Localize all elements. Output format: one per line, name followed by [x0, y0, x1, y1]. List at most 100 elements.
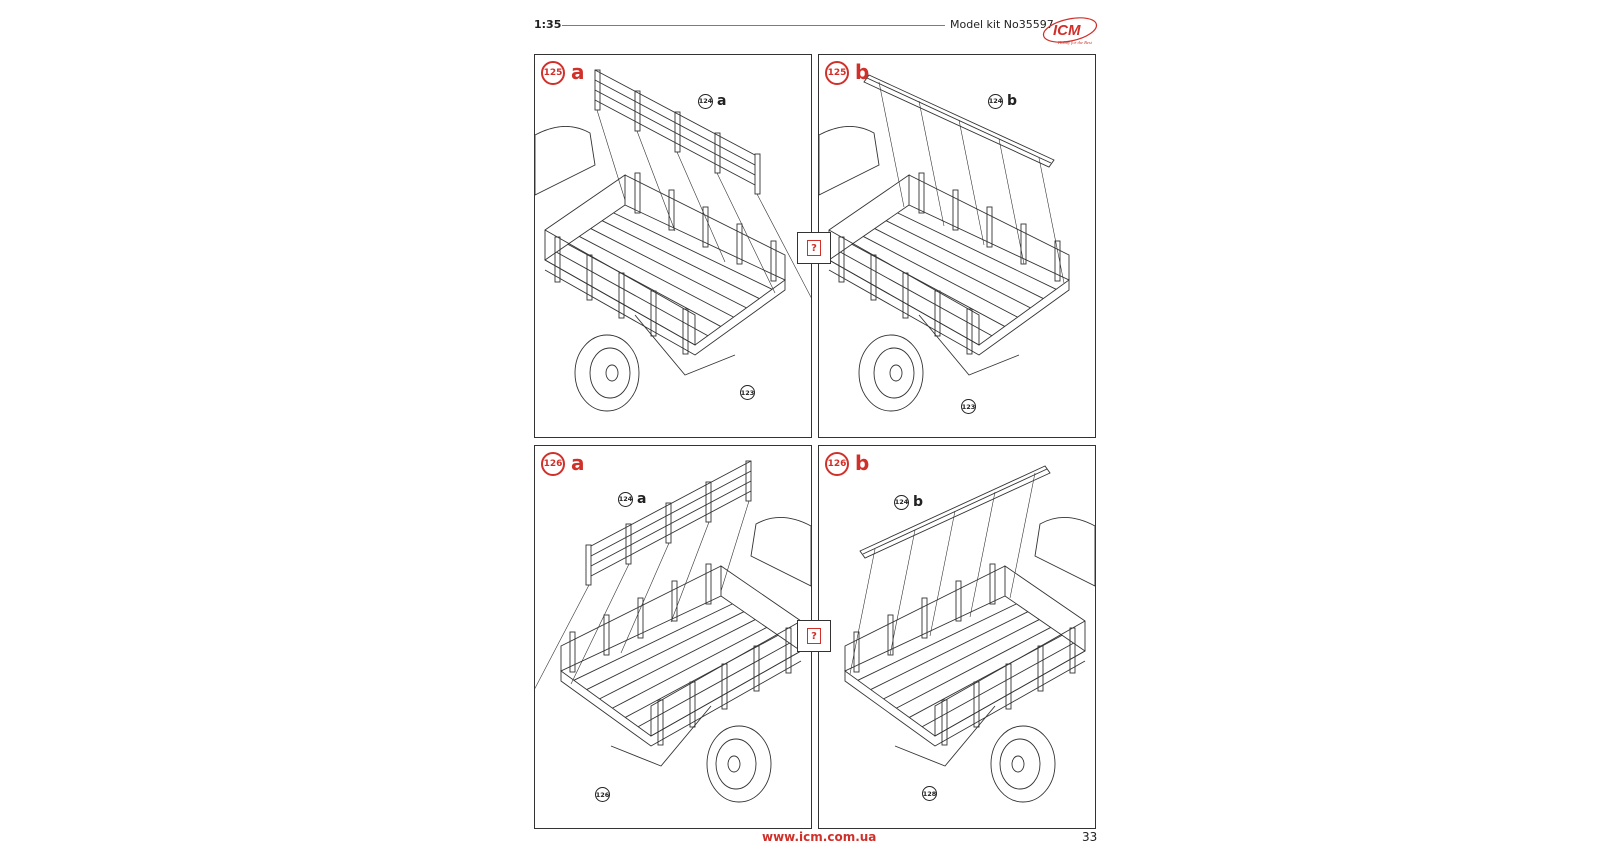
wheel [706, 725, 772, 803]
bed-edge [828, 269, 1070, 356]
stake [671, 580, 678, 622]
floor-slat [590, 228, 747, 309]
stake [753, 645, 760, 692]
stake [1005, 663, 1012, 710]
page-number: 33 [1082, 830, 1098, 844]
choice-marker-top: ? [797, 232, 831, 264]
front-side [544, 174, 626, 260]
stake [853, 631, 860, 673]
near-side [828, 229, 980, 346]
floor-slat [625, 634, 779, 718]
stake [618, 272, 625, 319]
assembly-arrow [720, 500, 750, 592]
assembly-arrow [929, 510, 956, 637]
assembly-illustration [844, 465, 1095, 803]
assembly-illustration [535, 69, 811, 412]
rail-post [585, 544, 592, 586]
stake [702, 206, 709, 248]
step-variant: a [571, 59, 585, 84]
footer-url[interactable]: www.icm.com.ua [762, 830, 877, 844]
floor-slat [896, 627, 1051, 709]
truck-bed [844, 465, 1095, 803]
stake [705, 563, 712, 605]
floor-slat [863, 236, 1018, 318]
header-scale: 1:35 [534, 18, 562, 31]
side-rail-part [849, 465, 1051, 675]
base-callout: 123 [961, 399, 976, 414]
chassis [634, 314, 736, 376]
part-number: 124 [698, 93, 713, 109]
stake [902, 272, 909, 319]
svg-text:Hobby for the Best: Hobby for the Best [1057, 40, 1093, 45]
step-number: 125 [541, 61, 565, 85]
stake [689, 681, 696, 728]
floor-slat [613, 212, 773, 290]
stake [989, 563, 996, 605]
wheel-hub [605, 364, 619, 382]
rail-post [674, 111, 681, 153]
rail-post [745, 460, 752, 502]
assembly-arrow [756, 193, 811, 298]
assembly-illustration [819, 74, 1070, 412]
stake [973, 681, 980, 728]
assembly-arrow [849, 548, 876, 675]
truck-bed [819, 74, 1070, 412]
part-number: 124 [894, 494, 909, 510]
rail-post [634, 90, 641, 132]
floor-slat [599, 619, 756, 700]
assembly-arrow [676, 151, 726, 263]
stake [785, 627, 792, 674]
assembly-arrow [670, 521, 710, 623]
rail-post [625, 523, 632, 565]
part-variant: b [913, 494, 924, 510]
stake [921, 597, 928, 639]
stake [634, 172, 641, 214]
header-rule [562, 25, 945, 26]
question-icon: ? [807, 628, 821, 644]
bed-floor [544, 204, 786, 346]
part-variant: a [637, 491, 647, 507]
base-part-number: 128 [922, 786, 937, 801]
cab [535, 126, 596, 196]
wheel [858, 334, 924, 412]
wheel-hub [889, 364, 903, 382]
stake [650, 290, 657, 337]
step-number: 126 [541, 452, 565, 476]
stake [721, 663, 728, 710]
base-callout: 128 [922, 786, 937, 801]
truck-bed [535, 69, 811, 412]
floor-slat [909, 634, 1063, 718]
floor-slat [579, 236, 734, 318]
rail-post [705, 481, 712, 523]
cab [750, 517, 811, 587]
part-callout: 124 b [894, 494, 923, 510]
bed-edge [560, 660, 802, 747]
cab [819, 126, 880, 196]
stake [554, 236, 561, 283]
floor-slat [874, 228, 1031, 309]
chassis [918, 314, 1020, 376]
assembly-arrow [716, 172, 776, 294]
assembly-arrow [535, 584, 590, 689]
header-model-kit: Model kit No35597 [950, 18, 1054, 31]
assembly-arrow [918, 100, 945, 227]
svg-text:ICM: ICM [1053, 22, 1081, 39]
wheel-rim [999, 738, 1041, 790]
near-side [934, 620, 1086, 737]
base-part-number: 126 [595, 787, 610, 802]
assembly-arrow [570, 563, 630, 685]
assembly-arrow [958, 119, 985, 246]
assembly-arrow [636, 130, 676, 232]
stake [657, 699, 664, 746]
chassis [610, 705, 712, 767]
bed-floor [560, 595, 802, 737]
choice-marker-bottom: ? [797, 620, 831, 652]
stake [586, 254, 593, 301]
wheel-rim [715, 738, 757, 790]
base-part-number: 123 [961, 399, 976, 414]
